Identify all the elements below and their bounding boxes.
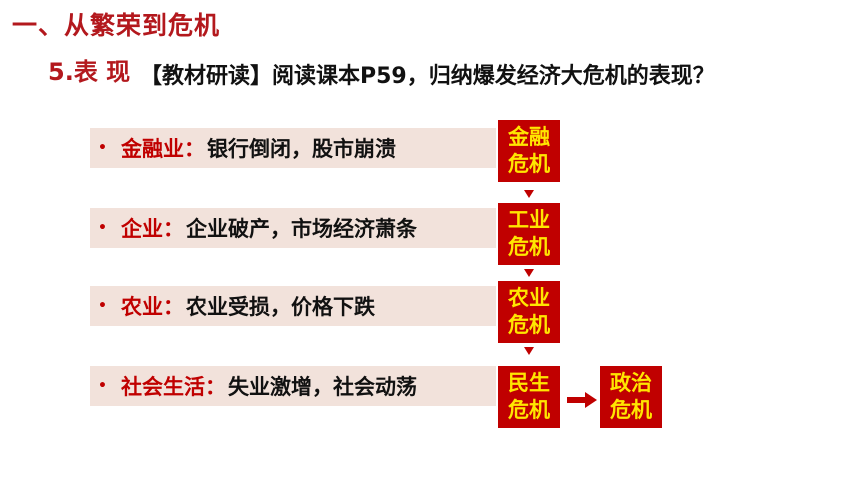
row-agriculture: • 农业 ： 农业受损，价格下跌 — [90, 286, 496, 326]
row-label: 农业 — [120, 295, 163, 319]
row-text: 企业破产，市场经济萧条 — [185, 217, 417, 241]
arrow-down-icon — [524, 269, 534, 277]
row-label: 社会生活 — [120, 375, 205, 399]
row-social-life: • 社会生活 ： 失业激增，社会动荡 — [90, 366, 496, 406]
box-line: 危机 — [508, 398, 550, 422]
row-colon: ： — [204, 375, 226, 399]
subheading-number: 5.表 现 — [48, 58, 131, 86]
arrow-down-icon — [524, 347, 534, 355]
box-industrial-crisis: 工业 危机 — [498, 203, 560, 265]
box-agricultural-crisis: 农业 危机 — [498, 281, 560, 343]
row-colon: ： — [162, 217, 184, 241]
box-line: 危机 — [508, 235, 550, 259]
box-political-crisis: 政治 危机 — [600, 366, 662, 428]
bullet-icon: • — [98, 220, 107, 236]
row-finance: • 金融业 ： 银行倒闭，股市崩溃 — [90, 128, 496, 168]
box-line: 民生 — [508, 371, 550, 395]
box-line: 危机 — [610, 398, 652, 422]
box-line: 金融 — [508, 125, 550, 149]
row-text: 农业受损，价格下跌 — [185, 295, 375, 319]
section-heading: 一、从繁荣到危机 — [12, 11, 221, 40]
row-label: 企业 — [120, 217, 163, 241]
instruction-text: 【教材研读】阅读课本P59，归纳爆发经济大危机的表现？ — [140, 64, 715, 89]
bullet-icon: • — [98, 140, 107, 156]
box-line: 政治 — [610, 371, 652, 395]
arrow-down-icon — [524, 190, 534, 198]
box-line: 危机 — [508, 152, 550, 176]
row-label: 金融业 — [120, 137, 184, 161]
row-text: 失业激增，社会动荡 — [227, 375, 417, 399]
bullet-icon: • — [98, 378, 107, 394]
box-financial-crisis: 金融 危机 — [498, 120, 560, 182]
bullet-icon: • — [98, 298, 107, 314]
box-livelihood-crisis: 民生 危机 — [498, 366, 560, 428]
arrow-right-icon — [567, 392, 597, 408]
row-text: 银行倒闭，股市崩溃 — [206, 137, 396, 161]
row-colon: ： — [162, 295, 184, 319]
box-line: 农业 — [508, 286, 550, 310]
row-colon: ： — [183, 137, 205, 161]
box-line: 危机 — [508, 313, 550, 337]
row-enterprise: • 企业 ： 企业破产，市场经济萧条 — [90, 208, 496, 248]
box-line: 工业 — [508, 208, 550, 232]
